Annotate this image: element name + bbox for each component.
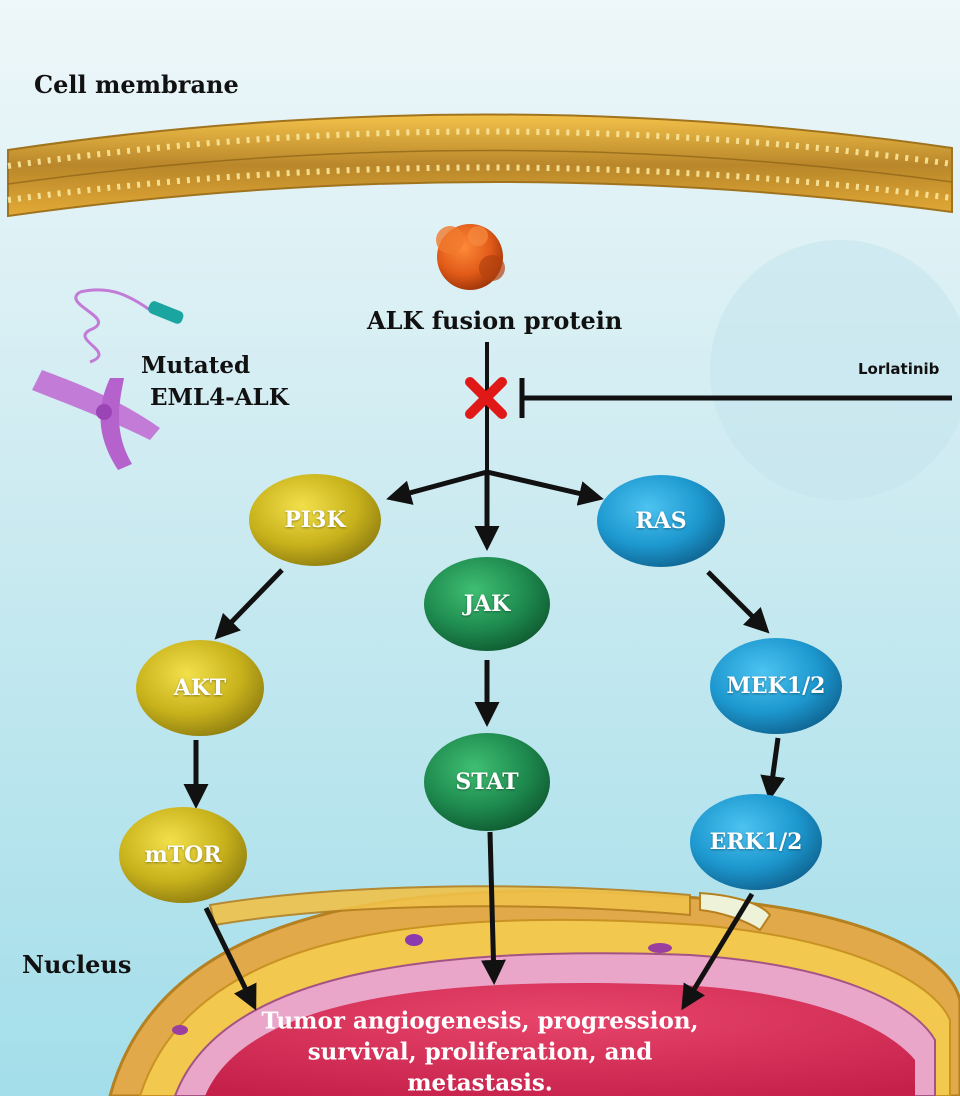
mutated-label: Mutated: [141, 352, 251, 379]
background-glow: [710, 240, 960, 500]
pi3k-node: [249, 474, 381, 566]
ras-label: RAS: [635, 508, 687, 534]
alk-fusion-protein-icon: [436, 224, 505, 290]
arrow-stat-nucleus: [480, 831, 506, 985]
fusion-protein-label: ALK fusion protein: [367, 306, 623, 335]
akt-node: [136, 640, 264, 736]
lorlatinib-label: Lorlatinib: [858, 360, 940, 378]
jak-label: JAK: [463, 591, 511, 617]
nucleus-label: Nucleus: [22, 950, 132, 979]
outcome-text: Tumor angiogenesis, progression, surviva…: [240, 1006, 720, 1099]
jak-node: [424, 557, 550, 651]
ras-node: [597, 475, 725, 567]
stat-node: [424, 733, 550, 831]
arrow-mek-erk: [760, 737, 786, 801]
eml4-alk-label: EML4-ALK: [150, 384, 289, 411]
cell-membrane: [7, 113, 953, 218]
outcome-line-1: Tumor angiogenesis, progression,: [261, 1007, 699, 1035]
arrow-ras-mek: [706, 570, 770, 634]
pi3k-label: PI3K: [284, 507, 346, 533]
nucleus: [108, 885, 960, 1096]
mek-label: MEK1/2: [726, 673, 826, 699]
mek-node: [710, 638, 842, 734]
inhibition-x-icon: [465, 377, 507, 419]
cell-membrane-label: Cell membrane: [34, 70, 239, 99]
akt-label: AKT: [173, 675, 227, 701]
chromosome-icon: [32, 288, 184, 470]
arrow-to-pi3k: [386, 469, 488, 505]
arrow-mtor-nucleus: [203, 906, 257, 1011]
mtor-node: [119, 807, 247, 903]
mtor-label: mTOR: [144, 842, 222, 868]
lorlatinib-inhibition-line: [519, 378, 952, 418]
outcome-line-2: survival, proliferation, and metastasis.: [307, 1038, 653, 1097]
arrow-erk-nucleus: [681, 892, 755, 1011]
stat-label: STAT: [455, 769, 519, 795]
erk-node: [690, 794, 822, 890]
arrow-to-ras: [486, 469, 604, 506]
erk-label: ERK1/2: [709, 829, 803, 855]
arrow-pi3k-akt: [214, 568, 284, 640]
